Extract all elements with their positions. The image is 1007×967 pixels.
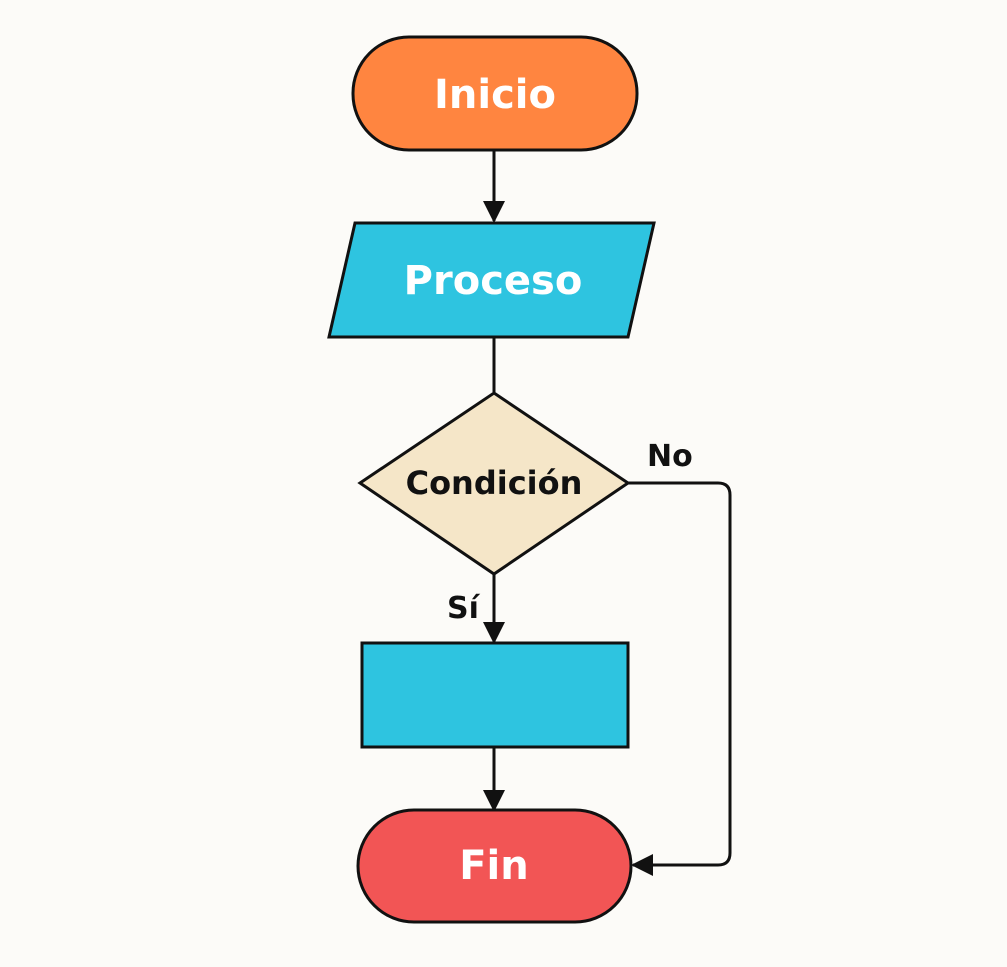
decision-label: Condición [406,464,583,502]
decision-diamond-shape [357,391,631,576]
edge-label-yes: Sí [447,591,481,626]
node-start: Inicio [351,35,639,152]
node-decision: Condición [357,391,631,576]
node-end: Fin [356,808,633,924]
process-parallelogram-shape [327,221,656,339]
start-terminator-shape [351,35,639,152]
edge-decision-no [628,481,732,876]
edge-label-no: No [647,439,693,474]
end-terminator-shape [356,808,633,924]
end-label: Fin [459,843,529,889]
edges [483,150,732,876]
action-rectangle-shape [360,641,630,749]
node-process: Proceso [327,221,656,339]
process-label: Proceso [404,258,583,304]
node-action [360,641,630,749]
start-label: Inicio [434,72,556,118]
